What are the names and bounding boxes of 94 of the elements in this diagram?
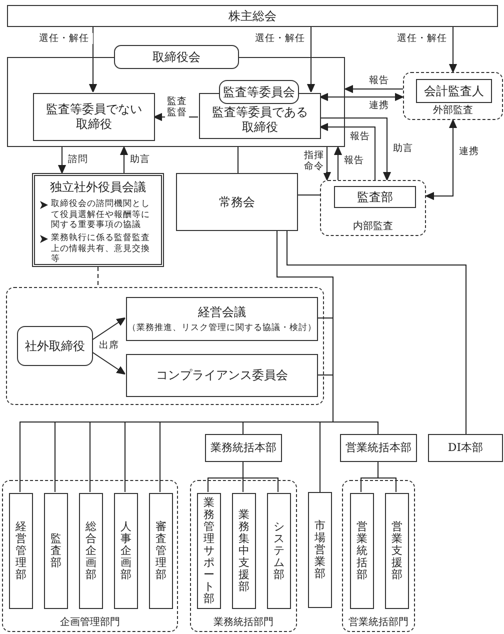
box-label: 監査部 — [357, 190, 393, 204]
org-box — [385, 493, 409, 609]
bullet-text: 取締役会の諮問機関として役員選解任や報酬等に関する重要事項の協議 — [51, 199, 151, 231]
department-name: 営業統括部 — [356, 520, 368, 582]
arrow — [449, 26, 457, 72]
group-frame — [6, 287, 324, 405]
edge-label: 助言 — [128, 154, 152, 166]
org-box — [44, 493, 68, 609]
box-label: 営業統括本部 — [346, 441, 412, 455]
edge-label: 指揮命令 — [302, 150, 326, 173]
org-box — [197, 493, 221, 609]
arrow — [334, 146, 342, 180]
org-box — [114, 493, 138, 609]
bullet-text: 業務執行に係る監督監査上の情報共有、意見交換等 — [51, 232, 151, 265]
org-box — [232, 493, 256, 609]
box-label: 社外取締役 — [25, 338, 85, 354]
org-box — [416, 79, 492, 103]
arrow — [344, 85, 404, 93]
org-box — [7, 5, 498, 27]
department-name: 監査部 — [50, 532, 62, 570]
edge-label: 報告 — [348, 131, 372, 142]
edge-label: 助言 — [391, 143, 415, 154]
org-box — [9, 493, 33, 609]
group-label: 内部監査 — [352, 220, 394, 233]
group-frame — [190, 480, 297, 632]
department-name: 総合企画部 — [86, 520, 96, 582]
org-box — [17, 326, 93, 366]
arrow — [120, 146, 128, 174]
edge-label: 報告 — [342, 155, 366, 166]
org-box — [32, 173, 164, 267]
group-label: 業務統括部門 — [212, 616, 274, 629]
edge-label: 報告 — [367, 75, 391, 86]
box-label: 独立社外役員会議 — [50, 180, 146, 195]
arrow — [320, 118, 391, 180]
department-name: システム部 — [274, 520, 284, 582]
box-label: 株主総会 — [228, 8, 276, 24]
connector-line — [286, 230, 466, 434]
box-label: 業務統括本部 — [210, 441, 276, 455]
box-label: 監査等委員会 — [223, 84, 295, 100]
title-tab: 取締役会 — [114, 45, 239, 69]
department-name: 審査管理部 — [156, 520, 166, 582]
department-name: 経営管理部 — [16, 520, 26, 582]
group-frame — [403, 72, 503, 120]
org-box — [219, 80, 299, 104]
arrow — [92, 318, 126, 340]
department-name: 業務集中支援部 — [238, 508, 250, 594]
department-name: 営業支援部 — [392, 520, 402, 582]
arrow — [323, 146, 331, 180]
group-frame — [320, 180, 426, 236]
connector-line — [242, 462, 278, 492]
box-label: 監査等委員でない取締役 — [45, 102, 143, 132]
arrow — [320, 123, 376, 180]
box-label: 監査等委員である取締役 — [211, 105, 309, 135]
department-name: 市場営業部 — [314, 520, 326, 580]
org-box — [308, 492, 332, 608]
group-label: 営業統括部門 — [348, 616, 410, 629]
edge-label: 連携 — [457, 146, 481, 158]
org-box — [267, 493, 291, 609]
box-label: 経営会議 — [198, 304, 246, 320]
org-box — [205, 434, 282, 462]
box-label: 会計監査人 — [424, 84, 484, 98]
arrow — [307, 26, 315, 92]
box-label: コンプライアンス委員会 — [156, 368, 288, 383]
box-subtext: （業務推進、リスク管理に関する協議・検討） — [128, 322, 316, 334]
org-box — [340, 434, 417, 462]
connector-line — [378, 462, 396, 492]
arrow — [92, 352, 126, 374]
edge-label: 連携 — [367, 100, 391, 112]
group-frame — [342, 480, 415, 632]
group-label: 企画管理部門 — [59, 616, 121, 629]
org-box — [33, 93, 155, 141]
edge-label: 監査監督 — [165, 96, 189, 119]
org-box — [79, 493, 103, 609]
arrow — [426, 120, 457, 200]
box-label: DI本部 — [448, 441, 484, 455]
org-box — [334, 186, 416, 208]
org-box — [428, 434, 503, 462]
arrow — [89, 26, 97, 92]
department-name: 業務管理サポート部 — [204, 496, 214, 606]
edge-label: 諮問 — [66, 154, 90, 166]
arrow — [154, 113, 198, 121]
box-label: 常務会 — [219, 194, 255, 210]
group-frame — [2, 480, 178, 632]
org-box — [176, 173, 298, 231]
org-box — [350, 493, 374, 609]
connector-line — [298, 194, 320, 196]
group-label: 外部監査 — [432, 104, 474, 117]
department-name: 人事企画部 — [120, 520, 132, 582]
connector-line — [276, 230, 378, 434]
org-box — [126, 354, 318, 397]
arrow — [58, 146, 66, 174]
org-box — [126, 297, 318, 341]
org-box — [149, 493, 173, 609]
arrow — [320, 93, 404, 101]
